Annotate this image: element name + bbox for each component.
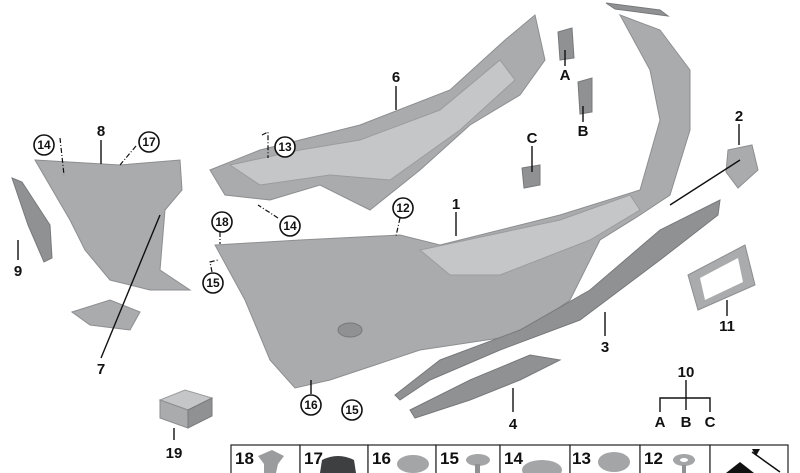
side-bracket-8[interactable]: [34, 159, 192, 291]
fastener-cell-12[interactable]: 12: [639, 444, 711, 473]
label-10-B: B: [681, 414, 692, 431]
clip-nut-icon: [258, 450, 284, 473]
circled-label-16: 16: [300, 394, 322, 416]
fastener-cell-16[interactable]: 16: [367, 444, 437, 473]
side-trim-9[interactable]: [11, 177, 53, 263]
bracket-A[interactable]: [557, 27, 575, 61]
svg-text:12: 12: [396, 201, 410, 215]
trim-strip-top[interactable]: [605, 2, 670, 17]
label-2: 2: [735, 108, 743, 125]
hex-bolt-icon: [466, 454, 490, 473]
rubber-grommet-icon: [320, 456, 356, 473]
label-6: 6: [392, 69, 400, 86]
svg-text:18: 18: [235, 449, 254, 468]
label-B: B: [578, 123, 589, 140]
svg-text:14: 14: [504, 449, 523, 468]
fastener-table: 18 17 16 15 14 13 12: [230, 444, 789, 473]
kit-box-19[interactable]: [158, 389, 214, 429]
label-8: 8: [97, 123, 105, 140]
circled-label-18: 18: [211, 211, 233, 233]
svg-text:12: 12: [644, 449, 663, 468]
fastener-cell-13[interactable]: 13: [569, 444, 641, 473]
svg-text:15: 15: [440, 449, 459, 468]
svg-text:16: 16: [372, 449, 391, 468]
label-9: 9: [14, 263, 22, 280]
bumper-cover-1[interactable]: [214, 14, 691, 389]
label-C: C: [527, 130, 538, 147]
fastener-cell-15[interactable]: 15: [435, 444, 501, 473]
circled-label-15: 15: [202, 272, 224, 294]
trim-4[interactable]: [409, 354, 562, 419]
bumper-carrier-6[interactable]: [209, 14, 546, 211]
label-A: A: [560, 67, 571, 84]
label-3: 3: [601, 339, 609, 356]
label-10: 10: [678, 364, 695, 381]
flange-nut-icon: [397, 455, 429, 473]
reflector-7[interactable]: [70, 299, 141, 331]
svg-text:18: 18: [215, 215, 229, 229]
label-19: 19: [166, 445, 183, 462]
fastener-cell-assembly[interactable]: [709, 444, 789, 473]
svg-text:17: 17: [142, 135, 156, 149]
circled-label-14: 14: [279, 215, 301, 237]
bracket-B[interactable]: [577, 77, 593, 115]
label-1: 1: [452, 196, 460, 213]
svg-text:13: 13: [572, 449, 591, 468]
label-10-C: C: [705, 414, 716, 431]
fastener-cell-17[interactable]: 17: [299, 444, 369, 473]
flange-nut-icon: [598, 452, 630, 472]
expansion-rivet-icon: [673, 454, 695, 473]
bracket-C[interactable]: [521, 164, 541, 189]
circled-label-14: 14: [33, 134, 55, 156]
svg-text:15: 15: [345, 403, 359, 417]
svg-text:14: 14: [37, 138, 51, 152]
fastener-cell-18[interactable]: 18: [230, 444, 301, 473]
svg-text:14: 14: [283, 219, 297, 233]
label-4: 4: [509, 416, 518, 433]
circled-label-15: 15: [341, 399, 363, 421]
diffuser-3[interactable]: [394, 199, 721, 401]
svg-text:13: 13: [278, 140, 292, 154]
svg-text:15: 15: [206, 276, 220, 290]
assembly-arrow-icon: [726, 449, 781, 473]
label-10-A: A: [655, 414, 666, 431]
leader-lines: [17, 50, 741, 440]
circled-label-13: 13: [274, 136, 296, 158]
circled-label-17: 17: [138, 131, 160, 153]
circled-label-12: 12: [392, 197, 414, 219]
svg-text:17: 17: [304, 449, 323, 468]
svg-text:16: 16: [304, 398, 318, 412]
label-7: 7: [97, 361, 105, 378]
hex-nut-washer-icon: [522, 460, 562, 473]
label-11: 11: [719, 318, 735, 335]
fastener-cell-14[interactable]: 14: [499, 444, 571, 473]
